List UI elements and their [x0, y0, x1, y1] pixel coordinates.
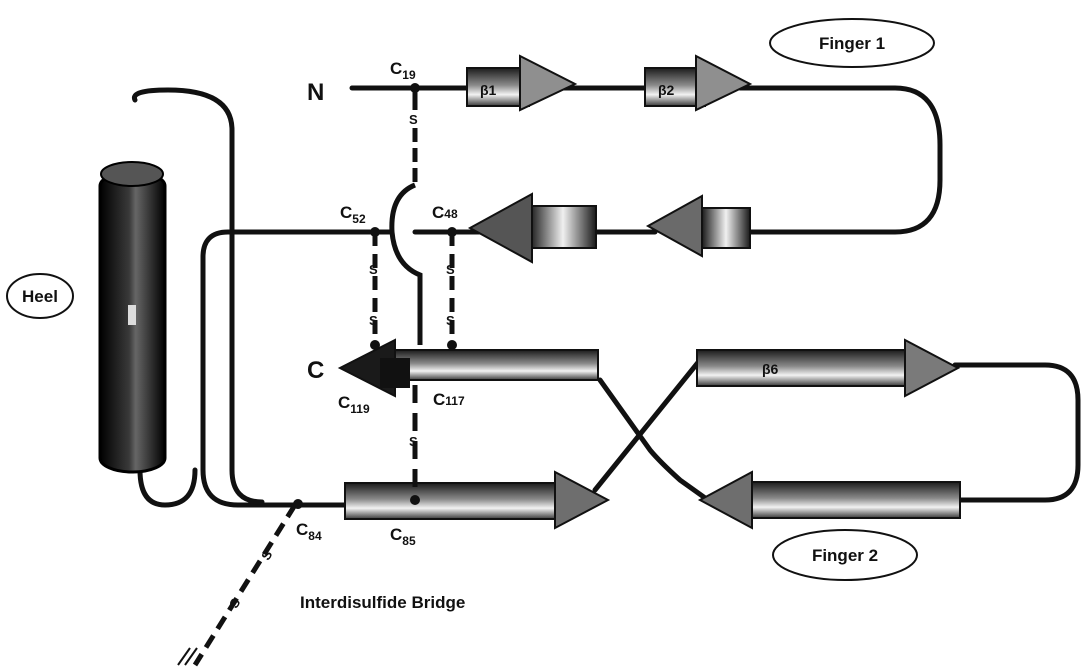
backbone: [134, 88, 1078, 505]
strand-b3: [648, 196, 750, 256]
bridge-tail-a: [178, 648, 190, 665]
residue-c117: C117: [433, 390, 465, 409]
helix-highlight: [128, 305, 136, 325]
s-c48-top: S: [446, 262, 455, 277]
residue-c48: C48: [432, 203, 458, 222]
residue-c52: C52: [340, 203, 366, 226]
finger2-loop: [955, 365, 1078, 500]
finger1-label: Finger 1: [819, 34, 885, 53]
finger1-oval: Finger 1: [770, 19, 934, 67]
heel-label: Heel: [22, 287, 58, 306]
s-c117: S: [409, 434, 418, 449]
heel-oval: Heel: [7, 274, 73, 318]
finger2-oval: Finger 2: [773, 530, 917, 580]
strand-b4: [470, 194, 596, 262]
strand-b8: [340, 340, 598, 396]
c-terminus-label: C: [307, 357, 324, 384]
residue-labels: C19 C52 C48 C119 C117 C84 C85: [296, 59, 465, 548]
strand-b6: [697, 340, 958, 396]
residue-c85: C85: [390, 525, 416, 548]
interdisulfide-bridge-line: [195, 505, 295, 665]
s-c52-bottom: S: [369, 313, 378, 328]
interdisulfide-bridge-label: Interdisulfide Bridge: [300, 593, 465, 612]
s-c52-top: S: [369, 262, 378, 277]
strand-label-b2: β2: [658, 82, 675, 98]
strand-label-b6: β6: [762, 361, 779, 377]
residue-c119: C119: [338, 393, 370, 416]
c19-c117-arc: [392, 185, 420, 345]
strand-label-b1: β1: [480, 82, 497, 98]
crossing-b8-b7: [600, 380, 708, 500]
strand-b5: [345, 472, 608, 528]
strand-b7: [700, 472, 960, 528]
crossing-b5-b6: [595, 360, 700, 490]
heel-helix: [100, 162, 165, 472]
residue-c19: C19: [390, 59, 416, 82]
beta-strands: [340, 56, 960, 528]
s-c48-bottom: S: [446, 313, 455, 328]
finger2-label: Finger 2: [812, 546, 878, 565]
s-c19: S: [409, 112, 418, 127]
finger1-loop: [740, 88, 940, 232]
n-terminus-label: N: [307, 79, 324, 106]
heel-loop-bottom: [140, 470, 195, 505]
bond-junctions: [293, 83, 457, 509]
residue-c84: C84: [296, 520, 322, 543]
